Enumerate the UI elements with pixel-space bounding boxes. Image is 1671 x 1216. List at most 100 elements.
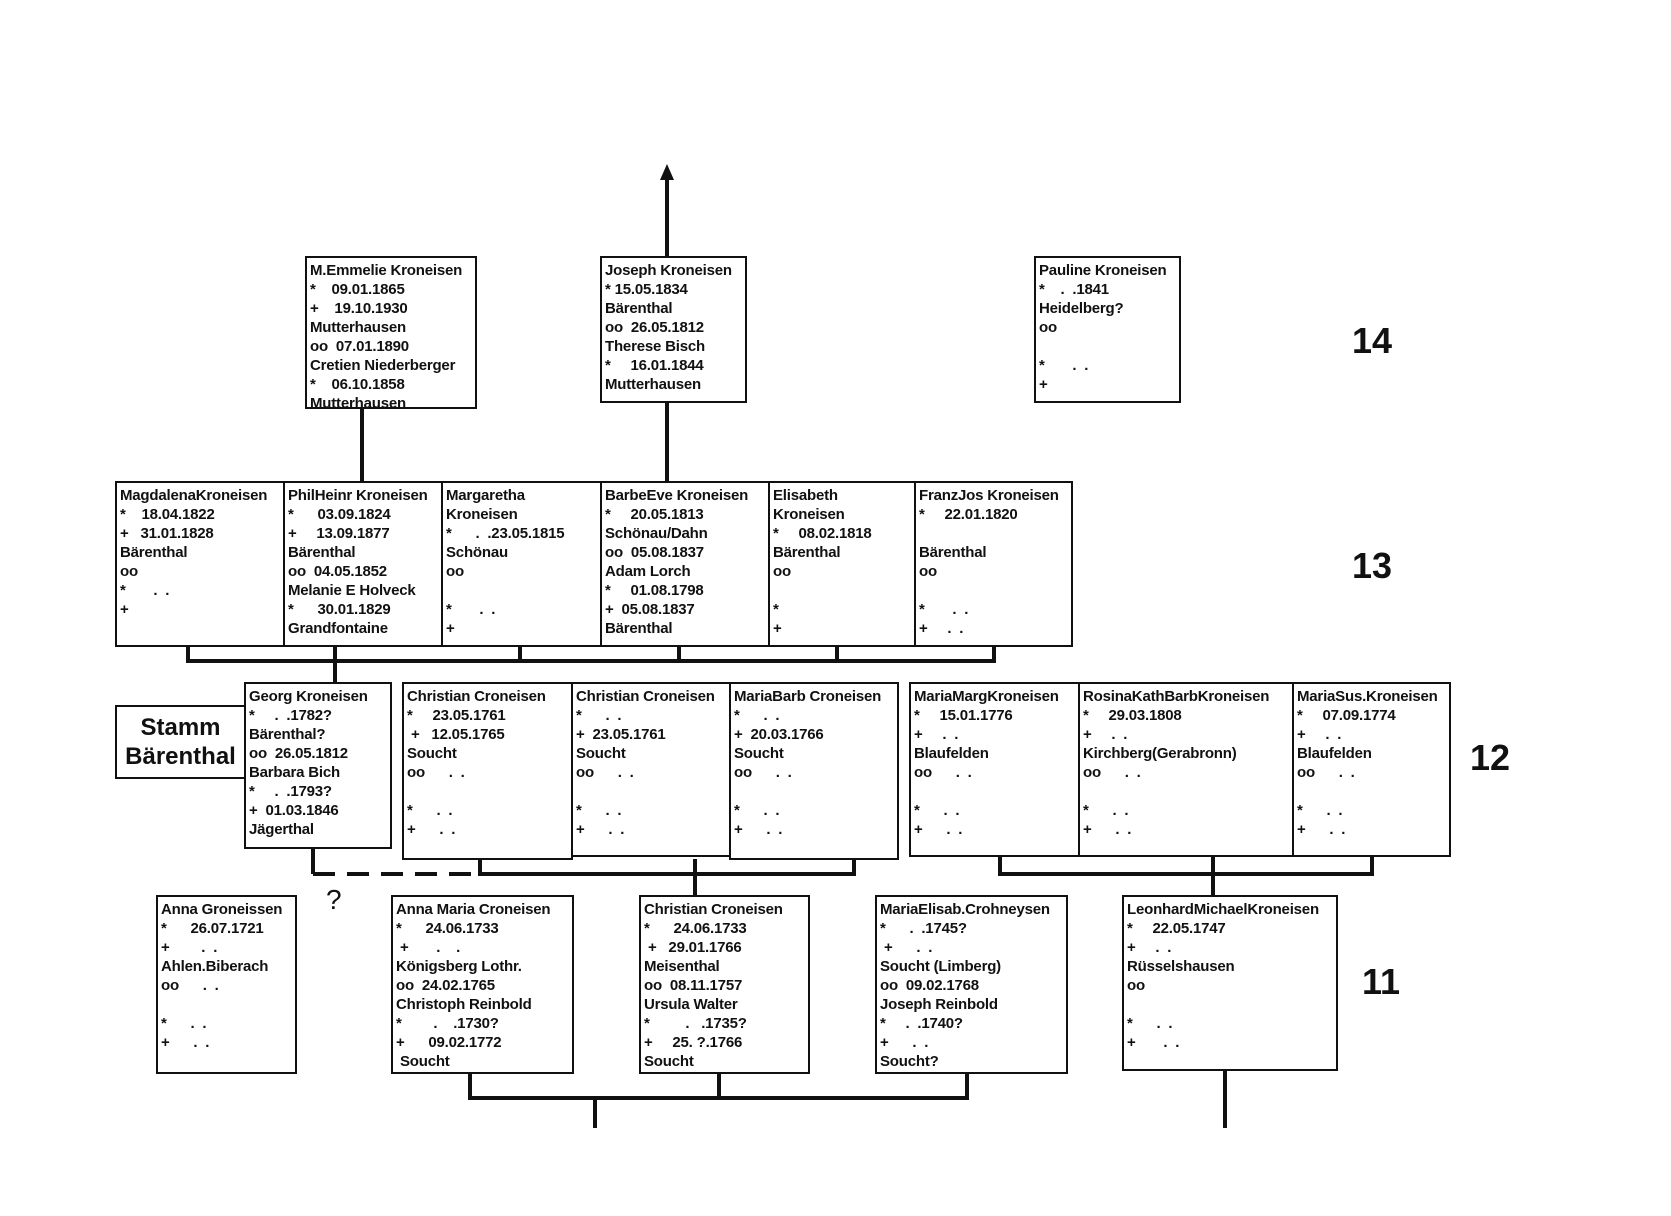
person-detail-line: oo 07.01.1890 [310,338,409,355]
person-detail-line: oo . . [161,977,219,994]
person-detail-line: oo . . [407,764,465,781]
person-detail-line: * . .1793? [249,783,332,800]
person-detail-line: Bärenthal [120,544,188,561]
person-detail-line: + 23.05.1761 [576,726,666,743]
person-detail-line: * 18.04.1822 [120,506,215,523]
generation-label-12: 12 [1470,737,1511,778]
person-detail-line: oo . . [576,764,634,781]
person-detail-line: Bärenthal [773,544,841,561]
stamm-label-box: Stamm Bärenthal [115,705,246,779]
person-detail-line: Adam Lorch [605,563,691,580]
person-detail-line: Cretien Niederberger [310,357,456,374]
person-detail-line: Barbara Bich [249,764,340,781]
person-detail-line [919,581,1069,600]
person-detail-line: oo [773,563,791,580]
person-detail-line: Königsberg Lothr. [396,958,522,975]
person-detail-line: * 23.05.1761 [407,707,506,724]
person-detail-line: * . .1740? [880,1015,963,1032]
person-detail-line: Schönau/Dahn [605,525,708,542]
person-detail-line: oo 24.02.1765 [396,977,495,994]
person-detail-line [1127,995,1334,1014]
person-detail-line: + . . [1297,726,1342,743]
person-detail-line: oo . . [734,764,792,781]
person-detail-line: Bärenthal? [249,726,326,743]
person-detail-line: * . . [407,802,453,819]
person-detail-line: + . . [576,821,625,838]
person-name: Georg Kroneisen [249,688,368,705]
person-detail-line: oo . . [1297,764,1355,781]
person-detail-line: Soucht [396,1053,450,1070]
bracket-gen12-left [478,859,856,876]
person-detail-line: oo 05.08.1837 [605,544,704,561]
person-detail-line: + 05.08.1837 [605,601,695,618]
person-detail-line: oo 08.11.1757 [644,977,743,994]
generation-label-11: 11 [1362,961,1401,1002]
person-detail-line: oo [120,563,138,580]
person-detail-line: * 16.01.1844 [605,357,704,374]
person-detail-line: oo [446,563,464,580]
person-detail-line: + 20.03.1766 [734,726,824,743]
person-name: MariaSus.Kroneisen [1297,688,1438,705]
person-detail-line: * . . [576,802,622,819]
person-detail-line: + . . [1083,821,1132,838]
person-detail-line: * . .23.05.1815 [446,525,565,542]
person-detail-line: Bärenthal [919,544,987,561]
person-detail-line: + 01.03.1846 [249,802,339,819]
person-name: BarbeEve Kroneisen [605,487,749,504]
person-detail-line: * . . [446,601,496,618]
person-detail-line: + . . [1127,939,1172,956]
person-detail-line: + 12.05.1765 [407,726,505,743]
person-detail-line: Kroneisen [773,506,845,523]
stamm-label-line1: Stamm [140,714,221,741]
person-detail-line: * 29.03.1808 [1083,707,1182,724]
person-detail-line: oo . . [1083,764,1141,781]
person-detail-line [161,995,293,1014]
person-detail-line: Blaufelden [914,745,989,762]
person-detail-line: + [446,620,455,637]
person-detail-line: * 01.08.1798 [605,582,704,599]
person-name: Christian Croneisen [407,688,546,705]
person-detail-line: Mutterhausen [310,395,406,409]
person-detail-line: Ahlen.Biberach [161,958,269,975]
person-detail-line: * . .1730? [396,1015,499,1032]
person-detail-line: * . . [914,802,960,819]
person-detail-line: * 24.06.1733 [396,920,499,937]
person-name: MariaElisab.Crohneysen [880,901,1050,918]
person-detail-line: Bärenthal [605,300,673,317]
person-detail-line: * . .1735? [644,1015,747,1032]
person-name: MariaBarb Croneisen [734,688,882,705]
person-detail-line: oo 09.02.1768 [880,977,979,994]
person-name: Margaretha [446,487,525,504]
person-detail-line: + . . [1083,726,1128,743]
person-detail-line [1083,782,1290,801]
person-card-mariasus: MariaSus.Kroneisen* 07.09.1774+ . .Blauf… [1292,682,1451,857]
stamm-label-line2: Bärenthal [125,743,236,770]
person-name: PhilHeinr Kroneisen [288,487,428,504]
person-detail-line: * 20.05.1813 [605,506,704,523]
person-detail-line: * 08.02.1818 [773,525,872,542]
person-detail-line: Mutterhausen [310,319,406,336]
person-detail-line: oo . . [914,764,972,781]
person-detail-line: Soucht [644,1053,694,1070]
person-detail-line: * . . [734,707,780,724]
person-detail-line: Blaufelden [1297,745,1372,762]
person-name: MagdalenaKroneisen [120,487,268,504]
person-name: RosinaKathBarbKroneisen [1083,688,1270,705]
person-detail-line: + [1039,376,1048,393]
person-detail-line: + . . [161,1034,210,1051]
person-detail-line: * 03.09.1824 [288,506,391,523]
person-detail-line: + . . [880,939,933,956]
person-name: Christian Croneisen [644,901,783,918]
person-detail-line: * 24.06.1733 [644,920,747,937]
person-detail-line: Rüsselshausen [1127,958,1235,975]
bracket-gen13 [186,646,996,663]
person-detail-line: oo [1127,977,1145,994]
person-detail-line: oo 04.05.1852 [288,563,387,580]
person-detail-line: * [773,601,779,618]
